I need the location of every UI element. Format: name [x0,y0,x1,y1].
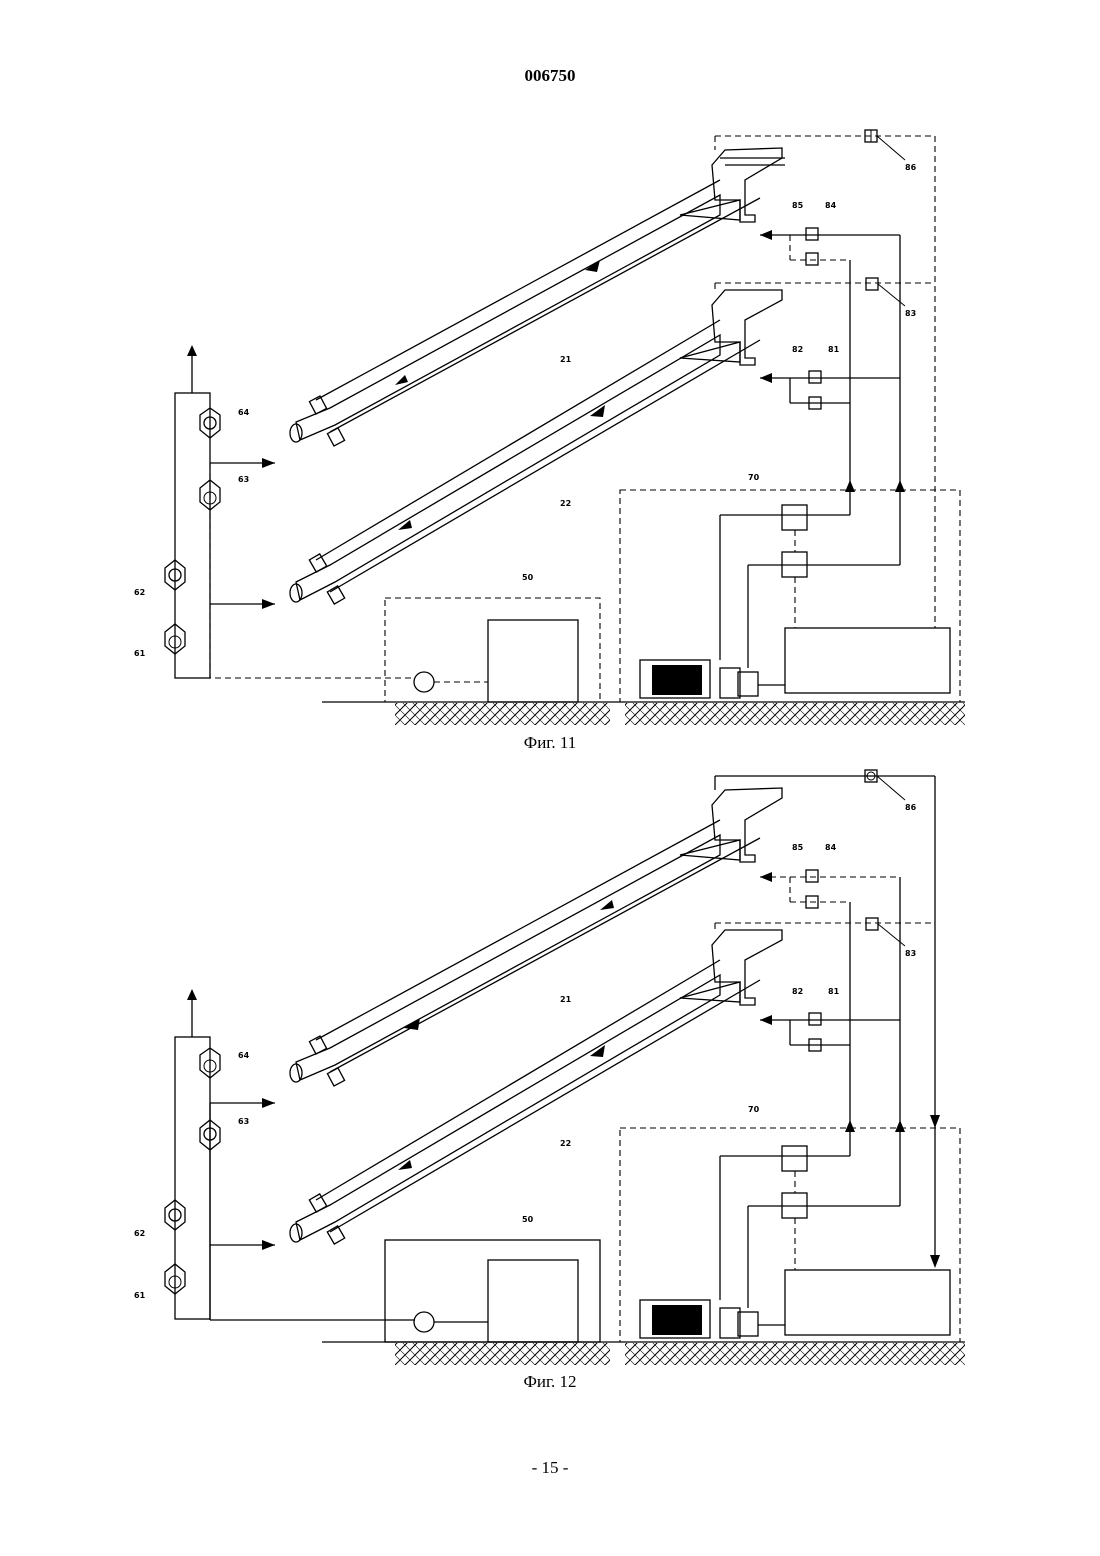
block-70 [620,490,960,702]
ground [322,702,965,725]
label-85: 85 [792,843,804,852]
left-collector [165,989,415,1320]
block-50 [385,598,600,702]
label-85: 85 [792,201,804,210]
tube-21 [290,788,782,1086]
label-84: 84 [825,201,837,210]
label-62: 62 [134,588,145,597]
label-61: 61 [134,649,146,658]
block-70 [620,1128,960,1342]
tube-22 [290,290,782,604]
label-81: 81 [828,345,840,354]
figure-12-labels: 86 85 84 83 82 81 21 22 64 63 62 61 70 5… [134,803,917,1300]
figure-12-caption: Фиг. 12 [0,1372,1100,1392]
label-61: 61 [134,1291,146,1300]
ground [322,1342,965,1365]
label-82: 82 [792,345,803,354]
figure-11-diagram: 86 85 84 83 82 81 21 22 64 63 62 61 70 5… [0,120,1100,730]
label-50: 50 [522,573,534,582]
label-62: 62 [134,1229,145,1238]
label-22: 22 [560,499,571,508]
label-64: 64 [238,408,250,417]
label-50: 50 [522,1215,534,1224]
label-84: 84 [825,843,837,852]
figure-12-diagram: 86 85 84 83 82 81 21 22 64 63 62 61 70 5… [0,760,1100,1370]
label-83: 83 [905,309,916,318]
page-number: - 15 - [0,1458,1100,1478]
label-86: 86 [905,803,917,812]
label-70: 70 [748,1105,760,1114]
figure-11-caption: Фиг. 11 [0,733,1100,753]
tube-21 [290,148,785,446]
label-21: 21 [560,355,572,364]
label-63: 63 [238,1117,249,1126]
label-22: 22 [560,1139,571,1148]
label-70: 70 [748,473,760,482]
label-83: 83 [905,949,916,958]
block-50 [385,1240,600,1342]
label-21: 21 [560,995,572,1004]
label-86: 86 [905,163,917,172]
label-64: 64 [238,1051,250,1060]
tube-22 [290,930,782,1244]
left-collector [165,345,415,678]
figure-11-labels: 86 85 84 83 82 81 21 22 64 63 62 61 70 5… [134,163,917,658]
label-63: 63 [238,475,249,484]
document-number: 006750 [0,66,1100,86]
label-81: 81 [828,987,840,996]
label-82: 82 [792,987,803,996]
